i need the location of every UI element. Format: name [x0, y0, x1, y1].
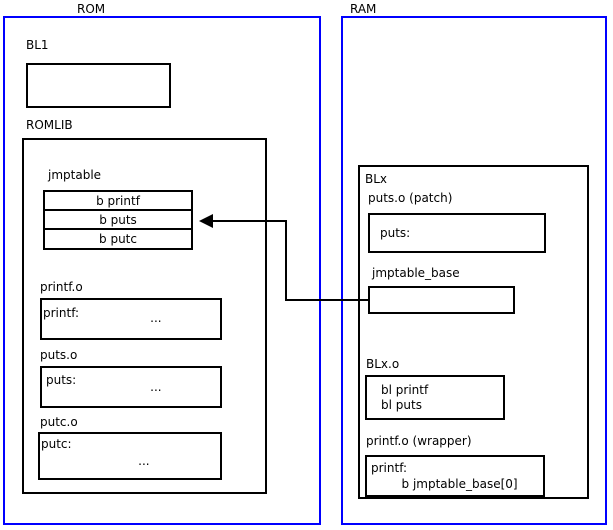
- jmptable-base-box: [368, 286, 515, 314]
- connector-segment-horizontal-lower: [285, 299, 370, 301]
- puts-patch-label: puts.o (patch): [368, 191, 453, 205]
- romlib-puts-o-label: puts.o: [40, 348, 78, 362]
- jmptable-entry-putc: b putc: [43, 228, 193, 250]
- blx-o-line-bl-puts: bl puts: [381, 398, 422, 412]
- rom-region-label: ROM: [77, 2, 106, 16]
- blx-label: BLx: [365, 172, 388, 186]
- connector-arrowhead-icon: [199, 214, 213, 228]
- blx-o-label: BLx.o: [366, 357, 400, 371]
- puts-patch-box: puts:: [368, 213, 546, 253]
- blx-o-line-bl-printf: bl printf: [381, 383, 429, 397]
- printf-wrapper-label: printf.o (wrapper): [366, 434, 472, 448]
- romlib-printf-o-box: printf: ...: [40, 298, 222, 340]
- jmptable-base-label: jmptable_base: [372, 266, 460, 280]
- printf-wrapper-symbol: printf:: [371, 461, 408, 475]
- romlib-putc-o-ellipsis: ...: [100, 454, 150, 468]
- romlib-label: ROMLIB: [26, 118, 73, 132]
- romlib-putc-o-label: putc.o: [40, 415, 78, 429]
- connector-segment-horizontal-upper: [210, 220, 287, 222]
- puts-patch-symbol: puts:: [380, 226, 411, 240]
- bl1-box: [26, 63, 171, 108]
- ram-region: [341, 16, 607, 525]
- romlib-puts-o-symbol: puts:: [46, 373, 77, 387]
- romlib-puts-o-box: puts: ...: [40, 366, 222, 408]
- romlib-printf-o-ellipsis: ...: [112, 311, 162, 325]
- romlib-putc-o-box: putc: ...: [38, 432, 222, 480]
- blx-o-box: bl printf bl puts: [365, 375, 505, 420]
- ram-region-label: RAM: [350, 2, 377, 16]
- romlib-printf-o-symbol: printf:: [43, 306, 80, 320]
- printf-wrapper-box: printf: b jmptable_base[0]: [365, 455, 545, 497]
- romlib-puts-o-ellipsis: ...: [112, 380, 162, 394]
- connector-segment-vertical: [285, 220, 287, 301]
- bl1-label: BL1: [26, 38, 49, 52]
- printf-wrapper-branch: b jmptable_base[0]: [371, 477, 518, 491]
- jmptable-label: jmptable: [48, 168, 102, 182]
- rom-region: [3, 16, 321, 525]
- romlib-putc-o-symbol: putc:: [41, 437, 72, 451]
- romlib-printf-o-label: printf.o: [40, 280, 83, 294]
